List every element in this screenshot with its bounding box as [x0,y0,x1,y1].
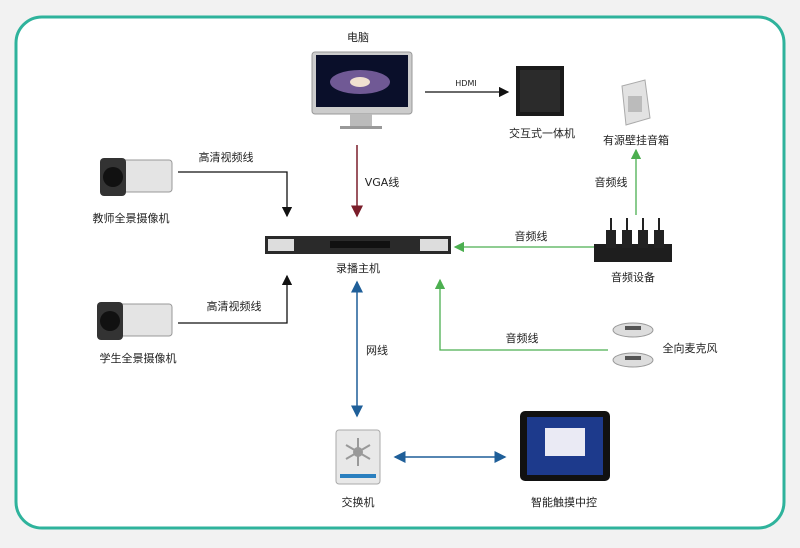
switch-icon [335,429,381,485]
student-video-arrow [178,274,293,324]
diagram-frame [14,15,786,530]
microphone-icon [612,322,654,368]
touch-control-label: 智能触摸中控 [531,495,597,509]
speaker-icon [621,79,651,126]
switch-label: 交换机 [342,495,375,509]
network-line-label: 网线 [366,343,388,357]
microphone-label: 全向麦克风 [663,341,718,355]
interactive-display-icon [516,66,564,116]
student-video-line-label: 高清视频线 [207,299,262,313]
student-camera-label: 学生全景摄像机 [100,351,177,365]
audio-line-device-label: 音频线 [515,229,548,243]
vga-label: VGA线 [365,175,400,189]
speaker-label: 有源壁挂音箱 [603,133,669,147]
recorder-label: 录播主机 [336,261,380,275]
computer-icon [311,51,413,129]
audio-device-icon [594,218,672,262]
interactive-display-label: 交互式一体机 [509,126,575,140]
audio-device-label: 音频设备 [611,270,655,284]
recorder-icon [265,236,451,254]
touch-control-icon [520,411,610,481]
teacher-camera-icon [100,158,173,196]
hdmi-label: HDMI [455,79,476,88]
audio-line-mic-label: 音频线 [506,331,539,345]
computer-label: 电脑 [347,31,369,44]
teacher-video-line-label: 高清视频线 [199,150,254,164]
teacher-video-arrow [178,171,293,218]
student-camera-icon [97,302,173,340]
audio-line-speaker-label: 音频线 [595,175,628,189]
mic-audio-arrow [434,278,608,351]
teacher-camera-label: 教师全景摄像机 [93,211,170,225]
